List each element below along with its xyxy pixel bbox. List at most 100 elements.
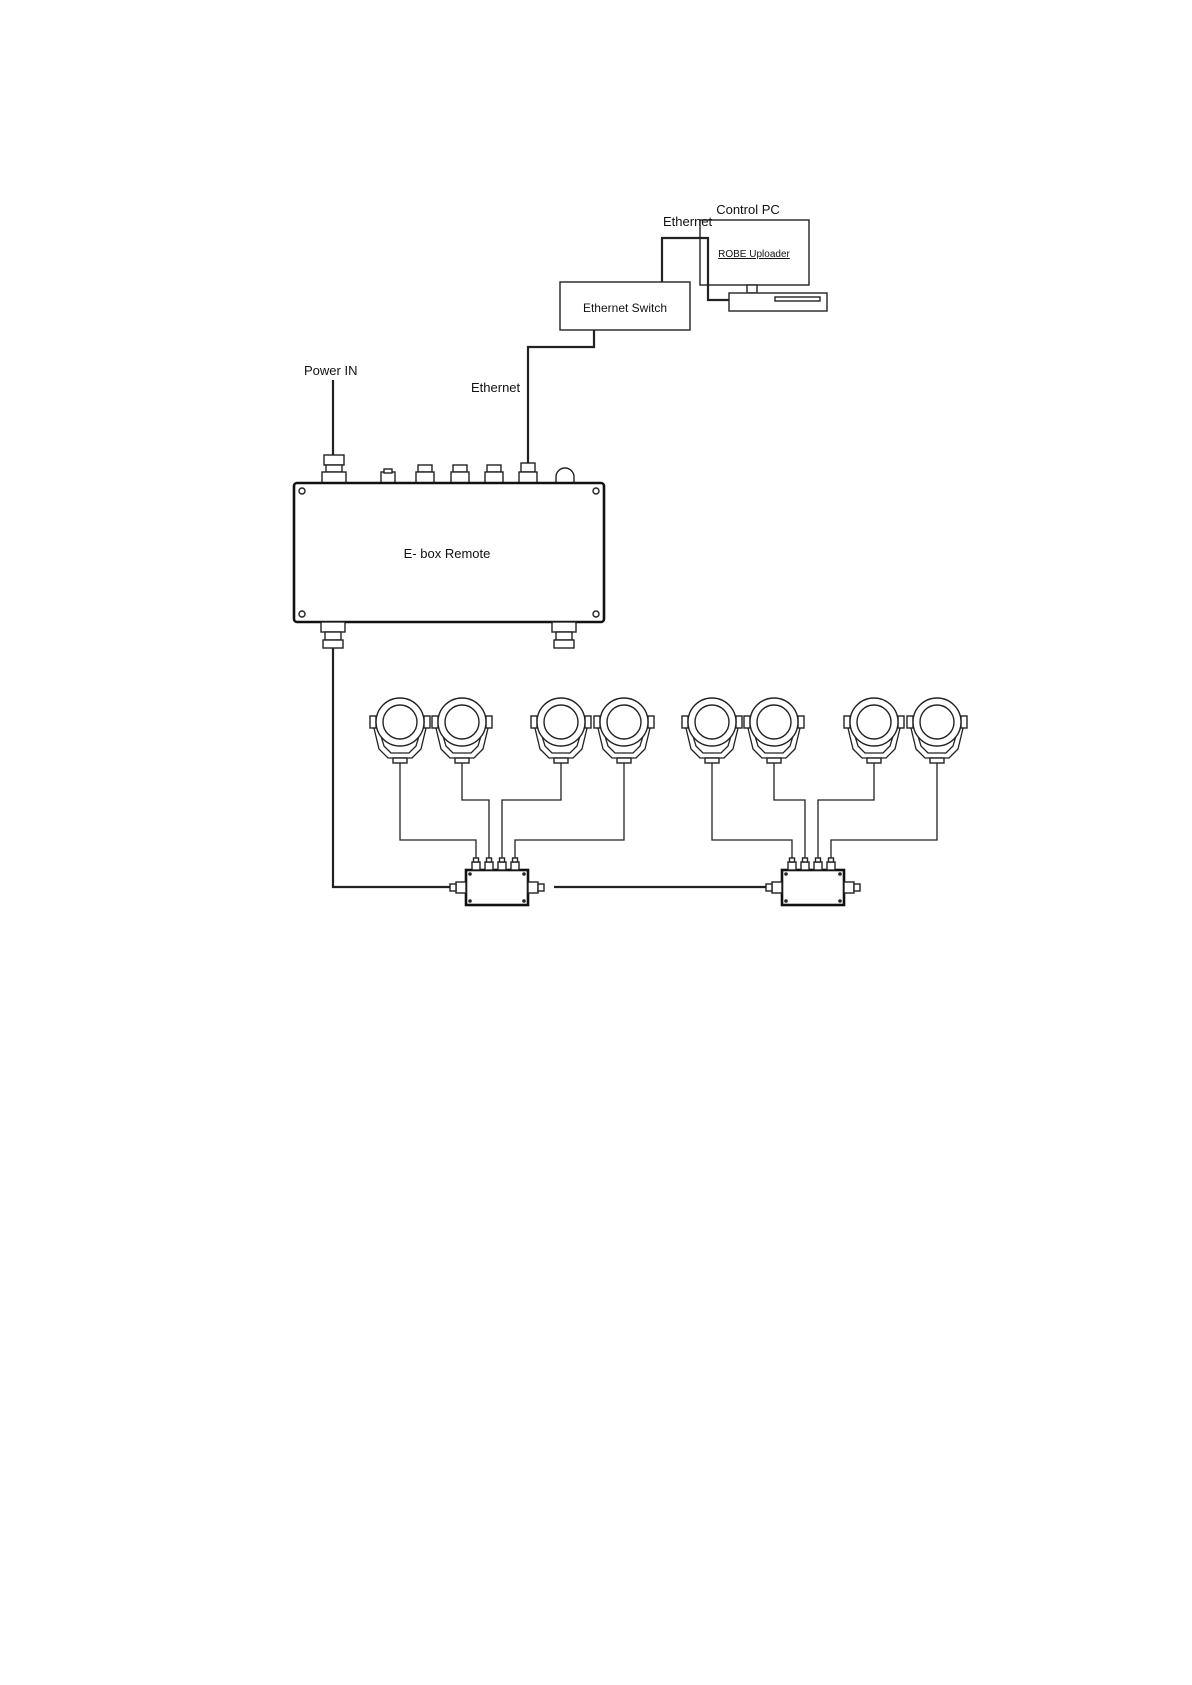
cable-ebox-to-splitter-1: [333, 648, 452, 887]
side-gland-icon: [456, 882, 466, 893]
port-icon: [511, 862, 519, 870]
fixture-lens: [857, 705, 891, 739]
port-icon: [814, 862, 822, 870]
ethernet-switch: Ethernet Switch: [560, 282, 690, 330]
pc-drive-slot: [775, 297, 820, 301]
port-icon: [498, 862, 506, 870]
power-in-label: Power IN: [304, 363, 357, 378]
cable-gland-icon: [322, 455, 346, 483]
port-icon: [487, 858, 492, 862]
side-gland-icon: [844, 882, 854, 893]
ethernet-top-label: Ethernet: [663, 214, 713, 229]
fixture-base: [393, 758, 407, 763]
fixture-pivot: [370, 716, 376, 728]
fixture-pivot: [682, 716, 688, 728]
ethernet-lower-label: Ethernet: [471, 380, 521, 395]
splitter-body: [466, 870, 528, 905]
screw-icon: [468, 899, 472, 903]
fixture-lens: [383, 705, 417, 739]
port-icon: [803, 858, 808, 862]
port-icon: [474, 858, 479, 862]
fixture-5-icon: [682, 698, 742, 763]
fixture-cable-8: [831, 763, 937, 858]
port-icon: [472, 862, 480, 870]
small-switch-icon: [381, 469, 395, 483]
ebox-remote-label: E- box Remote: [404, 546, 491, 561]
side-gland-icon: [450, 884, 456, 891]
port-icon: [513, 858, 518, 862]
fixture-pivot: [736, 716, 742, 728]
pc-monitor-stand: [747, 285, 757, 293]
screw-icon: [784, 872, 788, 876]
pc-base-unit: [729, 293, 827, 311]
fixture-lens: [544, 705, 578, 739]
port-icon: [790, 858, 795, 862]
screw-icon: [784, 899, 788, 903]
fixture-7-icon: [844, 698, 904, 763]
fixture-cable-3: [502, 763, 561, 858]
connector-1-icon: [416, 465, 434, 483]
splitter-1-icon: [450, 858, 544, 905]
port-icon: [827, 862, 835, 870]
fixture-pivot: [585, 716, 591, 728]
side-gland-icon: [538, 884, 544, 891]
fixture-lens: [607, 705, 641, 739]
fixture-base: [930, 758, 944, 763]
fixture-8-icon: [907, 698, 967, 763]
fixture-cable-5: [712, 763, 792, 858]
port-icon: [485, 862, 493, 870]
robe-uploader-label: ROBE Uploader: [718, 249, 790, 260]
side-gland-icon: [772, 882, 782, 893]
fixture-pivot: [844, 716, 850, 728]
control-pc-label: Control PC: [716, 202, 780, 217]
fixture-cable-4: [515, 763, 624, 858]
side-gland-icon: [854, 884, 860, 891]
splitters-group: [450, 858, 860, 905]
side-gland-icon: [766, 884, 772, 891]
fixture-pivot: [531, 716, 537, 728]
port-icon: [829, 858, 834, 862]
ebox-remote: E- box Remote: [294, 455, 604, 648]
cable-gland-icon: [552, 622, 576, 648]
fixture-base: [767, 758, 781, 763]
fixtures-group: [370, 698, 967, 858]
fixture-3-icon: [531, 698, 591, 763]
fixture-pivot: [424, 716, 430, 728]
cable-switch-to-ebox: [528, 330, 594, 463]
fixture-base: [705, 758, 719, 763]
fixture-pivot: [898, 716, 904, 728]
fixture-pivot: [907, 716, 913, 728]
port-icon: [801, 862, 809, 870]
splitter-2-icon: [766, 858, 860, 905]
fixture-lens: [695, 705, 729, 739]
screw-icon: [838, 899, 842, 903]
fixture-lens: [445, 705, 479, 739]
fixture-base: [867, 758, 881, 763]
fixture-pivot: [594, 716, 600, 728]
cable-gland-icon: [321, 622, 345, 648]
port-icon: [816, 858, 821, 862]
fixture-pivot: [432, 716, 438, 728]
screw-icon: [838, 872, 842, 876]
fixture-pivot: [798, 716, 804, 728]
fixture-2-icon: [432, 698, 492, 763]
fixture-pivot: [961, 716, 967, 728]
splitter-body: [782, 870, 844, 905]
control-pc: Control PC ROBE Uploader: [700, 202, 827, 311]
fixture-1-icon: [370, 698, 430, 763]
side-gland-icon: [528, 882, 538, 893]
screw-icon: [522, 872, 526, 876]
connector-3-icon: [485, 465, 503, 483]
fixture-base: [554, 758, 568, 763]
screw-icon: [522, 899, 526, 903]
fixture-cable-7: [818, 763, 874, 858]
fixture-cable-6: [774, 763, 805, 858]
fixture-cable-1: [400, 763, 476, 858]
fixture-lens: [757, 705, 791, 739]
ethernet-switch-label: Ethernet Switch: [583, 301, 667, 315]
connector-2-icon: [451, 465, 469, 483]
fixture-pivot: [648, 716, 654, 728]
fixture-base: [617, 758, 631, 763]
fixture-pivot: [486, 716, 492, 728]
indicator-dome-icon: [556, 468, 574, 483]
